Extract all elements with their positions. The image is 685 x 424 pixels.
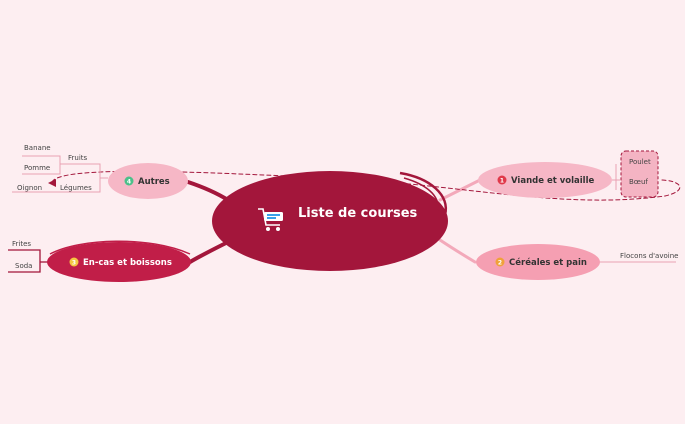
viande-subtree	[612, 164, 620, 190]
badge-3-number: 3	[72, 260, 76, 267]
branch-cereales-label: Céréales et pain	[509, 257, 587, 268]
leaf-flocons: Flocons d'avoine	[620, 252, 678, 260]
leaf-banane: Banane	[24, 144, 51, 152]
viande-items-box: Poulet Bœuf	[620, 150, 659, 198]
connector-cereales	[438, 238, 477, 264]
group-legumes: Légumes	[60, 184, 92, 192]
branch-autres[interactable]: 4 Autres	[108, 163, 188, 199]
encas-subtree	[8, 249, 48, 273]
leaf-pomme: Pomme	[24, 164, 50, 172]
badge-1-icon	[497, 175, 507, 185]
central-title: Liste de courses	[298, 206, 418, 221]
leaf-boeuf: Bœuf	[629, 178, 648, 186]
branch-encas[interactable]: 3 En-cas et boissons	[47, 240, 191, 282]
branch-cereales[interactable]: 2 Céréales et pain	[476, 244, 600, 280]
leaf-oignon: Oignon	[17, 184, 42, 192]
connector-viande	[438, 178, 482, 202]
branch-autres-label: Autres	[138, 177, 170, 187]
leaf-poulet: Poulet	[629, 158, 651, 166]
shopping-cart-icon	[258, 208, 283, 231]
leaf-frites: Frites	[12, 240, 31, 248]
group-fruits: Fruits	[68, 154, 88, 162]
badge-1-number: 1	[500, 178, 504, 185]
relation-arrow-icon	[48, 179, 56, 187]
branch-viande-label: Viande et volaille	[511, 176, 594, 186]
branch-viande[interactable]: 1 Viande et volaille	[478, 162, 612, 198]
branch-encas-label: En-cas et boissons	[83, 258, 172, 268]
badge-4-icon	[124, 176, 134, 186]
badge-3-icon	[69, 257, 79, 267]
badge-2-number: 2	[498, 260, 502, 267]
badge-4-number: 4	[127, 179, 131, 186]
leaf-soda: Soda	[15, 262, 32, 270]
central-node[interactable]: Liste de courses	[212, 171, 448, 271]
connector-autres	[186, 180, 230, 202]
connector-encas	[188, 240, 230, 264]
badge-2-icon	[495, 257, 505, 267]
